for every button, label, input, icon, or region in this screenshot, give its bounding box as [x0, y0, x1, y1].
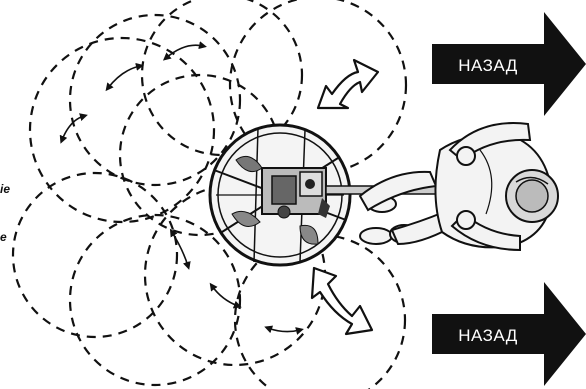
curved-double-arrow-icon	[312, 268, 372, 334]
direction-label-bottom: НАЗАД	[458, 326, 518, 345]
double-arrow-icon	[268, 328, 300, 332]
operator-figure-icon	[360, 123, 558, 250]
double-arrow-icon	[172, 232, 188, 266]
power-trowel-machine-icon	[210, 125, 470, 265]
direction-arrow-top: НАЗАД	[432, 12, 586, 116]
cropped-text-upper: ie	[0, 182, 10, 196]
pass-circle-3	[70, 15, 240, 185]
double-arrow-icon	[108, 66, 140, 88]
direction-label-top: НАЗАД	[458, 56, 518, 75]
curved-rotation-arrow-bottom	[312, 268, 372, 334]
direction-arrow-bottom: НАЗАД	[432, 282, 586, 386]
curved-double-arrow-icon	[318, 60, 378, 108]
curved-rotation-arrow-top	[318, 60, 378, 108]
pass-circle-1	[30, 38, 214, 222]
pass-circle-7	[70, 215, 240, 385]
cropped-text-lower: e	[0, 230, 7, 244]
double-arrow-icon	[212, 286, 238, 306]
